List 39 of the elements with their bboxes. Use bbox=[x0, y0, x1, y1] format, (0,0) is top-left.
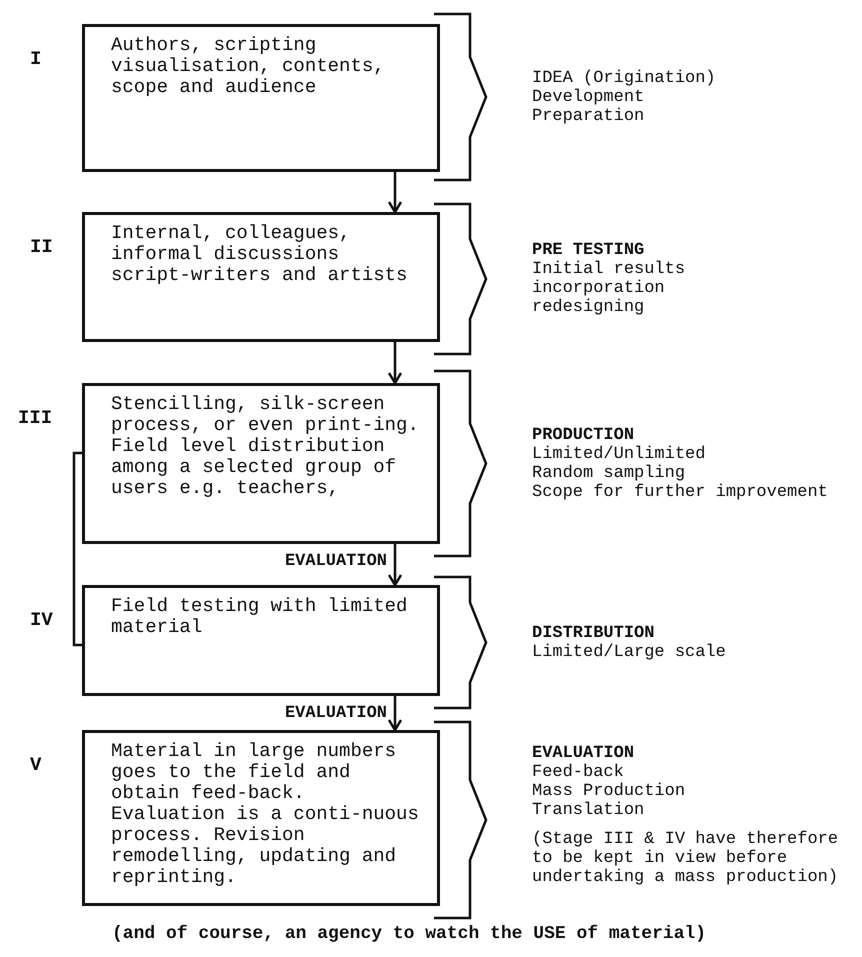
arrow bbox=[388, 342, 402, 384]
caption: (and of course, an agency to watch the USE of material) bbox=[112, 924, 706, 944]
stage-numeral: I bbox=[30, 48, 42, 70]
process-box bbox=[82, 383, 440, 544]
stage-numeral: II bbox=[30, 236, 53, 258]
stage-text: (Stage III & IV have therefore to be kept in view before undertaking a mass production) bbox=[532, 830, 840, 887]
stage-text: Preparation bbox=[532, 106, 646, 126]
process-box bbox=[82, 212, 440, 342]
stage-text: Development bbox=[532, 88, 646, 106]
stage-text: Random sampling bbox=[532, 464, 686, 482]
stage-heading: EVALUATION bbox=[532, 744, 636, 763]
stage-heading: DISTRIBUTION bbox=[532, 624, 656, 642]
stage-text: Feed-back bbox=[532, 763, 625, 782]
stage-numeral: III bbox=[18, 407, 52, 429]
box-text: Material in large numbers goes to the field and obtain feed-back. Evaluation is a conti-nuous process. Revision remodelling, updating and reprinting. bbox=[111, 741, 420, 888]
process-box bbox=[82, 24, 440, 172]
box-text: Stencilling, silk-screen process, or even print-ing. Field level distribution among a selected group of users e.g. teachers, bbox=[111, 394, 420, 499]
stage-text: Mass Production bbox=[532, 782, 686, 801]
process-box bbox=[82, 730, 440, 906]
connector-line bbox=[72, 452, 82, 646]
stage-text: incorporation bbox=[532, 279, 666, 298]
stage-heading: PRE TESTING bbox=[532, 241, 646, 260]
stage-text: Translation bbox=[532, 801, 646, 820]
stage-text: redesigning bbox=[532, 298, 646, 317]
stage-numeral: IV bbox=[30, 609, 53, 631]
process-box bbox=[82, 585, 440, 696]
stage-text: Limited/Unlimited bbox=[532, 444, 706, 464]
stage-text: Scope for further improvement bbox=[532, 482, 829, 502]
stage-text: Limited/Large scale bbox=[532, 642, 727, 662]
stage-heading: IDEA (Origination) bbox=[532, 68, 717, 88]
stage-text: Initial results bbox=[532, 260, 686, 279]
arrow bbox=[388, 172, 402, 214]
stage-heading: PRODUCTION bbox=[532, 426, 636, 444]
arrow bbox=[388, 544, 402, 586]
stage-numeral: V bbox=[30, 754, 42, 776]
box-text: Internal, colleagues, informal discussions script-writers and artists bbox=[111, 223, 408, 286]
box-text: Authors, scripting visualisation, contents, scope and audience bbox=[111, 35, 386, 98]
arrow bbox=[388, 696, 402, 732]
box-text: Field testing with limited material bbox=[111, 596, 408, 638]
